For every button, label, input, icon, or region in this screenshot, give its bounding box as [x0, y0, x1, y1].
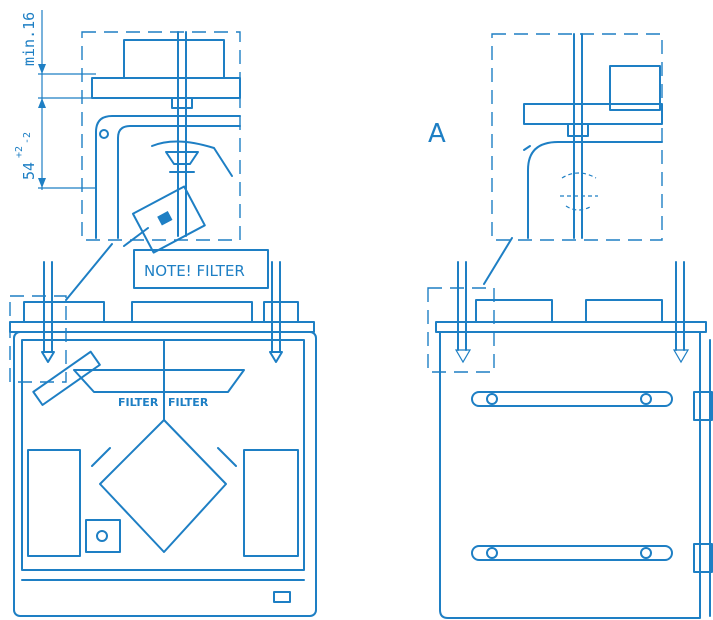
pointer-lines-left	[65, 227, 149, 301]
rail-slot-top	[471, 391, 673, 407]
bolt-3	[486, 547, 498, 559]
left-detail-view: min.16 54 +2 -2	[14, 10, 241, 254]
control-knob	[96, 530, 108, 542]
hanger-brackets	[41, 351, 283, 363]
ceiling-block-right	[609, 65, 661, 111]
hinge-bottom	[693, 543, 713, 573]
mount-plate	[91, 77, 241, 99]
note-box	[133, 249, 269, 289]
dim-tol-plus: +2	[14, 146, 25, 158]
filter-tray	[73, 369, 245, 393]
wing-nut-ghost	[560, 172, 598, 211]
corner-screw	[99, 129, 109, 139]
side-casing	[439, 331, 701, 619]
unit-corner-right	[527, 141, 663, 239]
note-filter-text: NOTE! FILTER	[144, 262, 245, 280]
label-plate	[273, 591, 291, 603]
rod-nut	[171, 97, 193, 109]
right-detail-view: A	[428, 33, 663, 241]
duct-2	[131, 301, 253, 323]
exchanger-guides	[91, 447, 237, 467]
duct-side-1	[475, 299, 553, 323]
top-rail	[9, 321, 315, 333]
wing-nut	[165, 151, 199, 173]
hinge-top	[693, 391, 713, 421]
nut-right	[567, 123, 589, 137]
detail-frame-right	[491, 33, 663, 241]
fan-left	[27, 449, 81, 557]
duct-1	[23, 301, 105, 323]
detail-marker-right	[427, 287, 495, 373]
bolt-2	[640, 393, 652, 405]
unit-casing	[13, 331, 317, 617]
corner-clip	[523, 145, 531, 151]
dim-min-text: min.16	[20, 12, 38, 66]
bolt-1	[486, 393, 498, 405]
detail-letter: A	[428, 119, 446, 149]
top-rail-right	[435, 321, 707, 333]
fan-right	[243, 449, 299, 557]
heat-exchanger	[99, 419, 227, 553]
detail-frame-left	[81, 31, 241, 241]
rail-slot-bottom	[471, 545, 673, 561]
dim-height-text: 54	[20, 162, 38, 180]
ceiling-block	[123, 39, 225, 79]
right-unit-side-view	[427, 261, 713, 619]
duct-side-2	[585, 299, 663, 323]
dim-tol-minus: -2	[22, 132, 33, 144]
unit-corner	[95, 115, 241, 239]
pointer-line-right	[483, 237, 513, 285]
mount-plate-right	[523, 103, 663, 125]
filter-label-left: FILTER	[118, 396, 159, 409]
filter-cartridge	[131, 185, 206, 254]
unit-corner-inner	[117, 125, 241, 239]
hand-outline	[151, 140, 233, 177]
left-unit-front-view: FILTER FILTER	[9, 261, 317, 617]
slanted-filter	[32, 350, 101, 406]
hangers-side	[454, 349, 690, 364]
filter-label-right: FILTER	[168, 396, 209, 409]
bolt-4	[640, 547, 652, 559]
control-box	[85, 519, 121, 553]
